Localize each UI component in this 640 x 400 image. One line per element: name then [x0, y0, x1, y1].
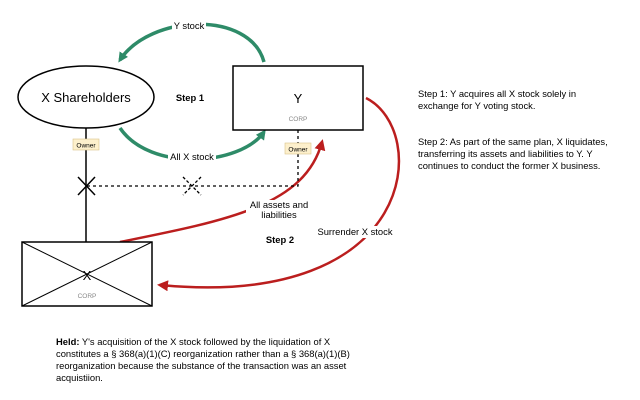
y-stock-label: Y stock: [174, 20, 205, 31]
y-corp-name: Y: [294, 91, 303, 106]
holding-paragraph: Held: Y's acquisition of the X stock fol…: [56, 336, 356, 384]
owner-tag-left: [72, 138, 100, 151]
cancel-mark-dotted: [182, 176, 202, 196]
all-assets-label-line1: All assets and: [250, 199, 308, 210]
step2-note: Step 2: As part of the same plan, X liqu…: [418, 136, 608, 171]
cancel-mark-left: [77, 176, 96, 196]
holding-label: Held:: [56, 336, 80, 347]
y-corp-node: [232, 65, 364, 131]
all-x-stock-label: All X stock: [170, 151, 214, 162]
surrender-x-stock-label: Surrender X stock: [317, 226, 392, 237]
owner-tag-left-label: Owner: [76, 143, 96, 150]
step1-label: Step 1: [176, 92, 204, 103]
step2-label: Step 2: [266, 234, 294, 245]
x-corp-type: CORP: [78, 293, 97, 300]
x-shareholders-label: X Shareholders: [41, 90, 131, 105]
x-corp-name: X: [83, 268, 92, 283]
y-corp-type: CORP: [289, 116, 308, 123]
owner-tag-right: [284, 142, 312, 155]
surrender-x-stock-arrow: [157, 96, 401, 292]
x-shareholders-node: [17, 65, 155, 129]
owner-tag-right-label: Owner: [288, 147, 308, 154]
holding-text: Y's acquisition of the X stock followed …: [56, 336, 350, 383]
step1-note: Step 1: Y acquires all X stock solely in…: [418, 88, 577, 111]
x-corp-cross-2: [21, 241, 153, 307]
all-assets-label-line2: liabilities: [261, 209, 297, 220]
